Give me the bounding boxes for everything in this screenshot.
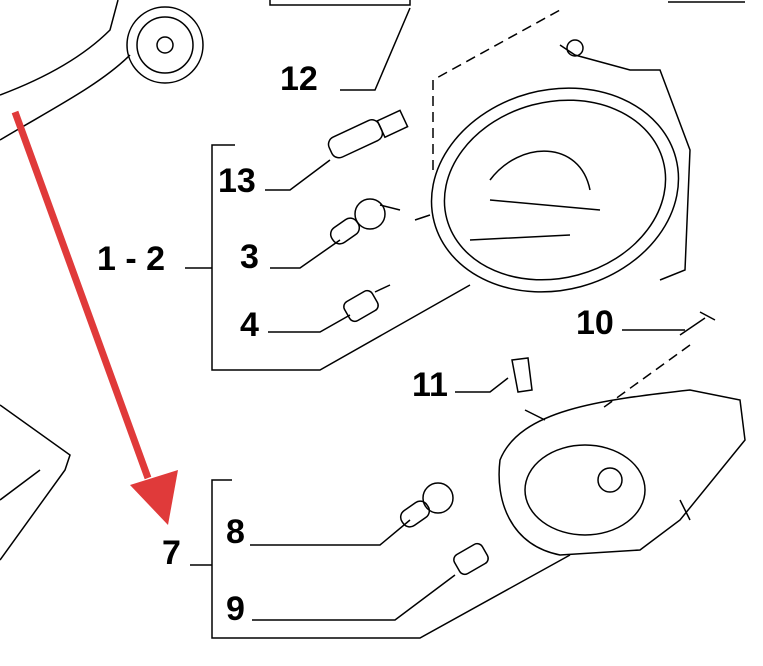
- red-arrow-icon: [11, 110, 178, 525]
- callout-4: 4: [240, 306, 259, 344]
- callout-1-2: 1 - 2: [97, 240, 166, 278]
- callout-9: 9: [226, 590, 245, 628]
- callout-12: 12: [280, 60, 318, 98]
- car-body-outline: [0, 0, 131, 141]
- callout-13: 13: [218, 162, 256, 200]
- bulb-8: [399, 482, 454, 528]
- headlight-assembly: [414, 39, 691, 293]
- foglight-assembly: [498, 389, 746, 556]
- control-module: [0, 404, 71, 561]
- bulb-9: [453, 542, 489, 576]
- car-wheel: [126, 6, 204, 84]
- bulb-3: [329, 198, 401, 245]
- leader-12: [340, 7, 411, 91]
- screw-10: [679, 311, 716, 336]
- callout-8: 8: [226, 513, 245, 551]
- leader-11: [455, 377, 509, 393]
- clip-11: [511, 357, 533, 393]
- bracket-7: [190, 479, 571, 639]
- bracket-1-2: [185, 144, 471, 371]
- callout-3: 3: [240, 238, 259, 276]
- bulb-4: [343, 284, 391, 323]
- callout-10: 10: [576, 304, 614, 342]
- bulb-13: [327, 109, 409, 159]
- callout-7: 7: [162, 534, 181, 572]
- callout-11: 11: [412, 366, 448, 404]
